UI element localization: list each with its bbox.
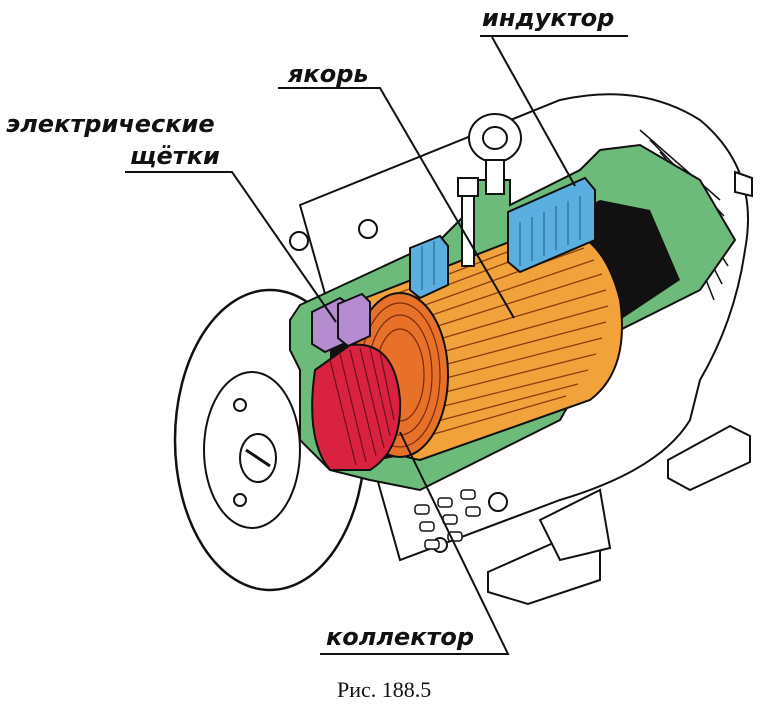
commutator-segments	[329, 347, 395, 466]
figure-caption: Рис. 188.5	[337, 677, 432, 702]
brushes	[311, 292, 371, 354]
brushes-label-line1: электрические	[6, 110, 215, 138]
brushes-label-line2: щётки	[130, 142, 220, 170]
shaft-end	[734, 170, 753, 198]
commutator-label: коллектор	[326, 623, 475, 651]
long-bolt	[457, 177, 479, 267]
commutator	[311, 343, 402, 471]
mounting-feet	[487, 424, 751, 606]
inductor-coils	[409, 176, 596, 300]
armature-label: якорь	[288, 60, 369, 88]
bolt-heads	[233, 219, 508, 553]
lifting-eye	[468, 113, 522, 195]
vent-slots	[414, 489, 481, 550]
inductor-label: индуктор	[482, 4, 615, 32]
leader-lines	[125, 35, 628, 655]
